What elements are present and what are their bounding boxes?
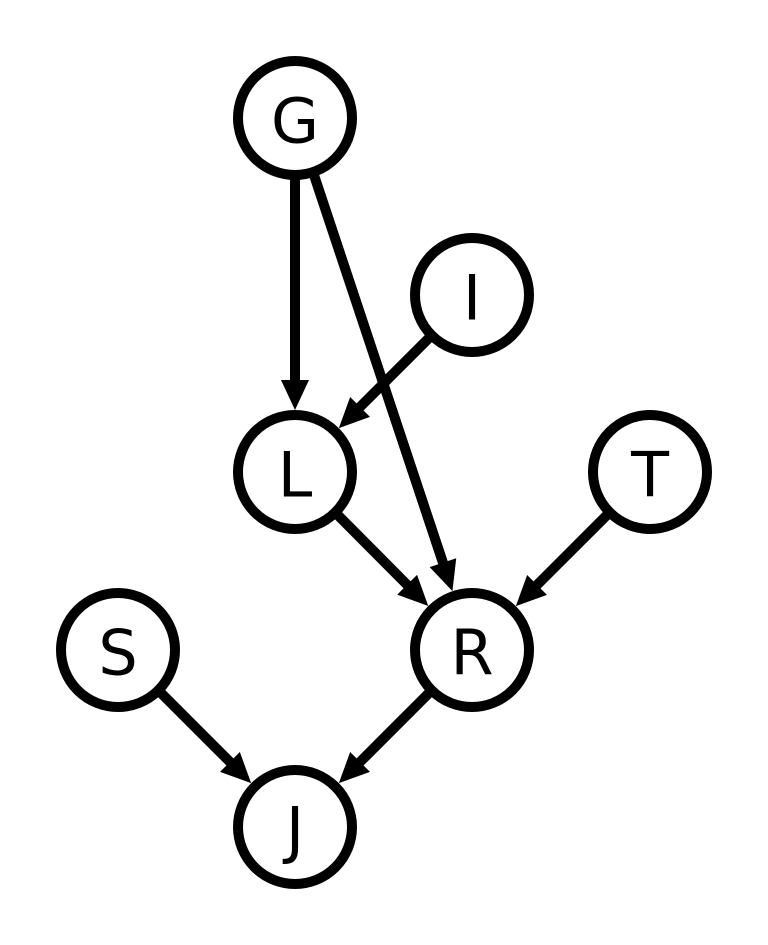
node-j: J: [233, 765, 357, 889]
arrow-head: [397, 574, 429, 607]
edge-i-to-l: [338, 331, 436, 429]
node-s: S: [56, 588, 180, 712]
nodes-layer: G I L T S R J: [56, 56, 712, 889]
node-i: I: [410, 233, 534, 357]
node-l: L: [233, 410, 357, 534]
node-g-label: G: [271, 85, 319, 158]
edge-line: [308, 170, 449, 569]
node-t-circle: [588, 410, 712, 534]
node-j-label: J: [282, 794, 304, 867]
arrow-head: [338, 752, 370, 784]
node-s-label: S: [98, 617, 137, 690]
node-s-circle: [56, 588, 180, 712]
edges-layer: [154, 170, 614, 784]
node-l-circle: [233, 410, 357, 534]
edge-g-to-r: [308, 170, 457, 592]
node-g: G: [233, 56, 357, 180]
arrow-head: [515, 575, 547, 607]
node-j-circle: [233, 765, 357, 889]
node-l-label: L: [278, 439, 313, 512]
edge-line: [154, 686, 237, 769]
node-t-label: T: [630, 439, 670, 512]
edge-t-to-r: [515, 508, 614, 607]
node-i-circle: [410, 233, 534, 357]
edge-l-to-r: [331, 508, 429, 607]
edge-line: [331, 508, 414, 592]
edge-line: [530, 508, 614, 592]
arrow-head: [338, 397, 370, 429]
node-r: R: [410, 588, 534, 712]
arrow-head: [281, 380, 309, 410]
arrow-head: [429, 558, 457, 592]
edge-line: [353, 686, 436, 769]
edge-r-to-j: [338, 686, 436, 784]
edge-line: [353, 331, 436, 414]
arrow-head: [220, 752, 252, 784]
node-r-circle: [410, 588, 534, 712]
edge-g-to-l: [281, 175, 309, 410]
node-r-label: R: [450, 617, 493, 690]
node-g-circle: [233, 56, 357, 180]
node-t: T: [588, 410, 712, 534]
edge-s-to-j: [154, 686, 252, 784]
node-i-label: I: [463, 262, 481, 335]
